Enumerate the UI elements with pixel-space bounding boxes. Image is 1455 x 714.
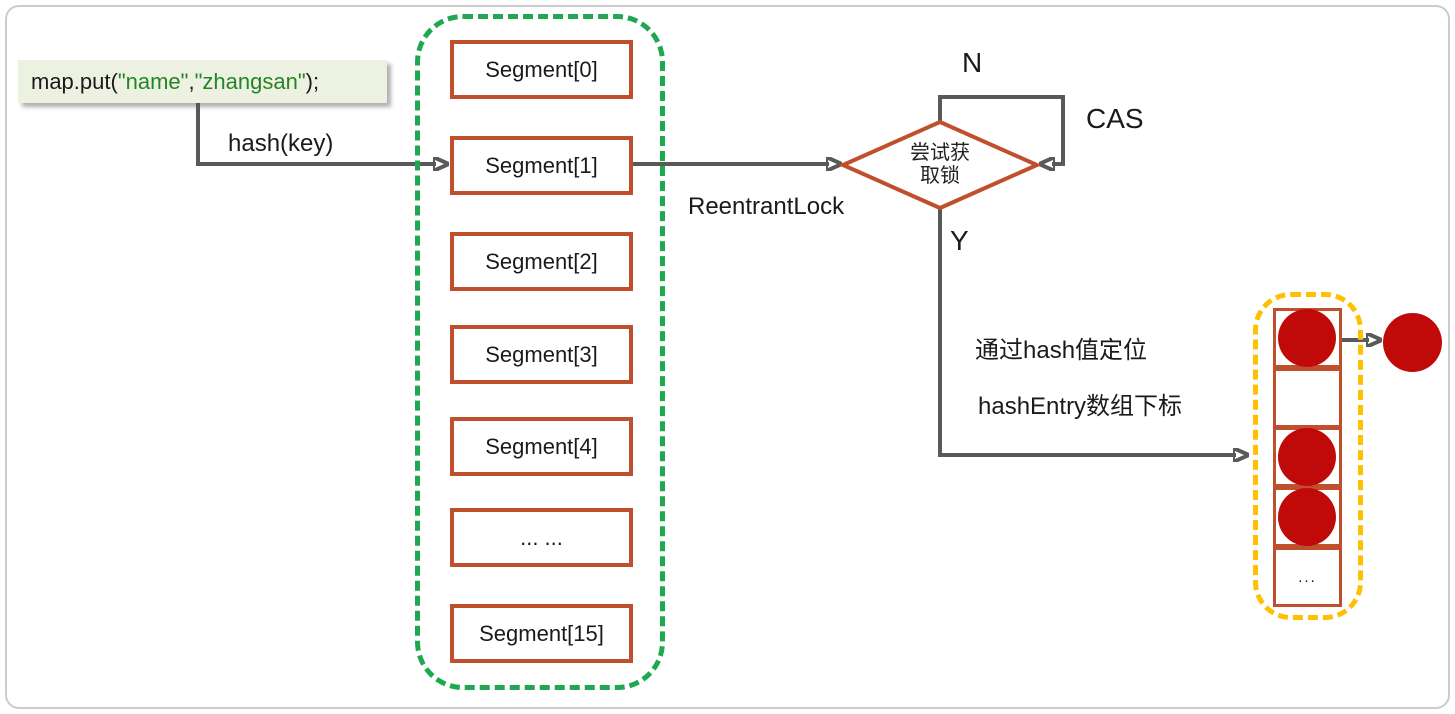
arrow-yes-to-hashentry	[938, 208, 1236, 455]
segments-dashed-container	[415, 14, 665, 690]
segment-box-2: Segment[2]	[450, 232, 633, 291]
arrow-code-to-segment1	[196, 103, 436, 164]
cell-ellipsis-label: ...	[1298, 568, 1317, 586]
hashentry-cell-1	[1273, 368, 1342, 428]
code-comma: ,	[188, 68, 195, 94]
entry-node-circle	[1278, 309, 1336, 367]
segment-label: Segment[2]	[485, 248, 598, 274]
code-text: map.put(	[31, 68, 118, 94]
segment-box-15: Segment[15]	[450, 604, 633, 663]
segment-label: Segment[0]	[485, 56, 598, 82]
diamond-text-line1: 尝试获	[910, 142, 970, 164]
arrow-cas-loop	[938, 95, 1065, 164]
code-text-end: );	[305, 68, 320, 94]
entry-node-circle	[1278, 428, 1336, 486]
code-string-zhangsan: "zhangsan"	[194, 68, 306, 94]
locate-caption-line1: 通过hash值定位	[975, 337, 1148, 364]
segment-label: Segment[4]	[485, 433, 598, 459]
segment-box-4: Segment[4]	[450, 417, 633, 476]
segment-label: Segment[15]	[479, 620, 604, 646]
reentrantlock-label: ReentrantLock	[688, 193, 845, 220]
segment-label: Segment[3]	[485, 341, 598, 367]
no-branch-label: N	[962, 47, 983, 78]
segment-label: ... ...	[520, 524, 563, 550]
hash-key-label: hash(key)	[228, 130, 334, 157]
try-lock-diamond	[838, 119, 1042, 211]
try-lock-diamond-text: 尝试获 取锁	[880, 142, 1000, 188]
segment-box-0: Segment[0]	[450, 40, 633, 99]
hashentry-dashed-container	[1253, 292, 1363, 620]
hashentry-cell-ellipsis: ...	[1273, 547, 1342, 607]
segment-box-1: Segment[1]	[450, 136, 633, 195]
segment-box-ellipsis: ... ...	[450, 508, 633, 567]
entry-node-circle	[1278, 488, 1336, 546]
segment-label: Segment[1]	[485, 152, 598, 178]
code-snippet: map.put("name","zhangsan");	[18, 60, 387, 103]
segment-box-3: Segment[3]	[450, 325, 633, 384]
code-string-name: "name"	[117, 68, 189, 94]
diamond-text-line2: 取锁	[920, 165, 960, 187]
yes-branch-label: Y	[950, 225, 969, 256]
cas-label: CAS	[1086, 103, 1144, 134]
linked-entry-node-circle	[1383, 313, 1442, 372]
locate-caption-line2: hashEntry数组下标	[978, 393, 1183, 420]
